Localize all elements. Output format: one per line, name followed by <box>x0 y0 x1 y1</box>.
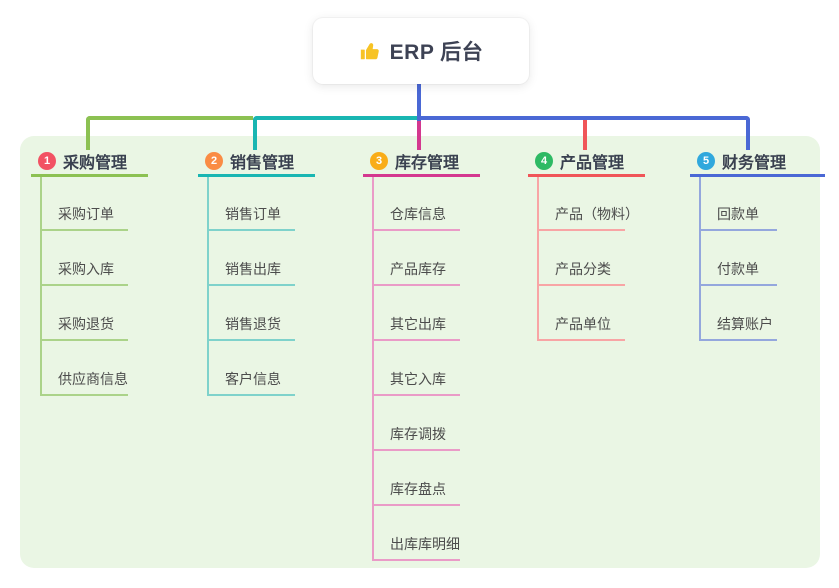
child-label: 产品（物料） <box>555 206 639 222</box>
branch-spine-line <box>40 177 42 396</box>
root-title: ERP 后台 <box>389 41 484 64</box>
child-node[interactable]: 销售退货 <box>207 314 295 341</box>
connector-finance <box>419 116 750 150</box>
child-node[interactable]: 库存盘点 <box>372 479 460 506</box>
branch-spine-line <box>372 177 374 561</box>
child-node[interactable]: 客户信息 <box>207 369 295 396</box>
child-label: 销售订单 <box>225 206 281 222</box>
child-label: 出库库明细 <box>390 536 460 552</box>
child-label: 采购入库 <box>58 261 114 277</box>
child-node[interactable]: 产品（物料） <box>537 204 639 231</box>
branch-title: 采购管理 <box>63 155 128 172</box>
root-node[interactable]: ERP 后台 <box>313 18 529 84</box>
connector-sales <box>253 116 419 150</box>
branch-number-badge: 4 <box>535 152 553 170</box>
root-stem-connector <box>417 84 421 121</box>
branches-panel <box>20 136 820 568</box>
child-label: 采购退货 <box>58 316 114 332</box>
branch-number-badge: 3 <box>370 152 388 170</box>
branch-number-badge: 5 <box>697 152 715 170</box>
child-node[interactable]: 付款单 <box>699 259 777 286</box>
child-label: 产品库存 <box>390 261 446 277</box>
child-label: 其它出库 <box>390 316 446 332</box>
thumbs-up-icon <box>359 40 381 62</box>
connector-inventory <box>417 120 421 150</box>
child-node[interactable]: 采购入库 <box>40 259 128 286</box>
child-label: 库存盘点 <box>390 481 446 497</box>
child-node[interactable]: 仓库信息 <box>372 204 460 231</box>
child-node[interactable]: 出库库明细 <box>372 534 460 561</box>
child-label: 仓库信息 <box>390 206 446 222</box>
branch-node-finance[interactable]: 5 财务管理 <box>690 148 825 177</box>
child-node[interactable]: 其它入库 <box>372 369 460 396</box>
child-node[interactable]: 产品单位 <box>537 314 625 341</box>
child-label: 销售退货 <box>225 316 281 332</box>
branch-node-procurement[interactable]: 1 采购管理 <box>31 148 148 177</box>
child-label: 库存调拨 <box>390 426 446 442</box>
child-label: 产品单位 <box>555 316 611 332</box>
branch-number-badge: 2 <box>205 152 223 170</box>
child-label: 结算账户 <box>717 316 773 332</box>
child-node[interactable]: 回款单 <box>699 204 777 231</box>
child-node[interactable]: 库存调拨 <box>372 424 460 451</box>
child-label: 产品分类 <box>555 261 611 277</box>
child-label: 客户信息 <box>225 371 281 387</box>
child-node[interactable]: 产品分类 <box>537 259 625 286</box>
child-node[interactable]: 采购订单 <box>40 204 128 231</box>
branch-node-product[interactable]: 4 产品管理 <box>528 148 645 177</box>
branch-node-sales[interactable]: 2 销售管理 <box>198 148 315 177</box>
connector-product <box>583 120 587 150</box>
connector-procurement <box>86 116 253 150</box>
child-node[interactable]: 采购退货 <box>40 314 128 341</box>
child-node[interactable]: 结算账户 <box>699 314 777 341</box>
child-node[interactable]: 产品库存 <box>372 259 460 286</box>
branch-spine-line <box>699 177 701 341</box>
branch-title: 产品管理 <box>560 155 625 172</box>
child-label: 供应商信息 <box>58 371 128 387</box>
branch-spine-line <box>537 177 539 341</box>
child-node[interactable]: 其它出库 <box>372 314 460 341</box>
branch-title: 库存管理 <box>395 155 460 172</box>
child-label: 付款单 <box>717 261 759 277</box>
child-label: 采购订单 <box>58 206 114 222</box>
child-label: 其它入库 <box>390 371 446 387</box>
branch-node-inventory[interactable]: 3 库存管理 <box>363 148 480 177</box>
child-node[interactable]: 供应商信息 <box>40 369 128 396</box>
branch-title: 财务管理 <box>722 155 787 172</box>
child-node[interactable]: 销售订单 <box>207 204 295 231</box>
child-node[interactable]: 销售出库 <box>207 259 295 286</box>
branch-spine-line <box>207 177 209 396</box>
branch-number-badge: 1 <box>38 152 56 170</box>
child-label: 回款单 <box>717 206 759 222</box>
child-label: 销售出库 <box>225 261 281 277</box>
branch-title: 销售管理 <box>230 155 295 172</box>
